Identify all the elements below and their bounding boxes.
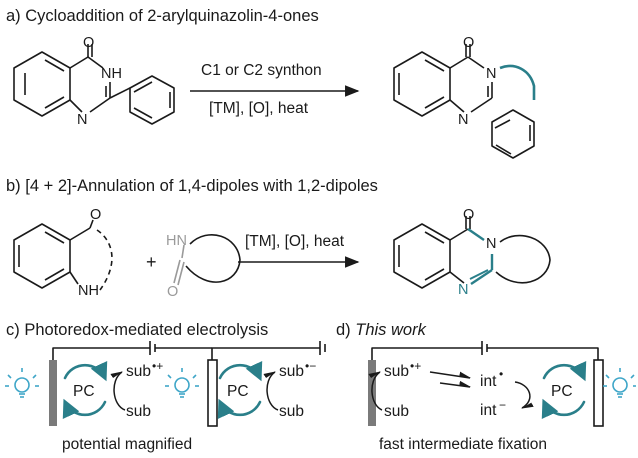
lightbulb-icon: [5, 368, 39, 398]
ring-closure-a: [499, 64, 536, 100]
molecule-b-dipole: [13, 219, 94, 289]
sup-radical-cation-c1: •+: [152, 359, 164, 373]
atom-n-start: N: [77, 112, 88, 128]
atom-o-dipole: O: [90, 207, 102, 223]
electrode-icon: [49, 360, 57, 426]
caption-d: d) This work: [336, 322, 426, 339]
cycle-arrow-icon: [217, 398, 262, 420]
atom-n1-product-b: N: [486, 236, 497, 252]
dashed-dipole-bond: [96, 229, 113, 291]
sup-radical-anion-c2: •−: [305, 359, 317, 373]
atom-o-partner: O: [167, 284, 179, 300]
molecule-a-product: [393, 44, 535, 159]
sup-radical-cation-d: •+: [410, 359, 422, 373]
footer-c: potential magnified: [62, 436, 193, 453]
atom-o-start: O: [83, 35, 95, 51]
curly-arrow: [110, 371, 126, 411]
pc-label-c1: PC: [73, 383, 95, 400]
sub-c1: sub: [126, 403, 151, 420]
atom-n2-product: N: [458, 112, 469, 128]
cycle-arrow-icon: [62, 398, 107, 420]
caption-d-prefix: d): [336, 321, 356, 339]
caption-b: b) [4 + 2]-Annulation of 1,4-dipoles wit…: [6, 177, 378, 195]
sup-anion-d: −: [499, 398, 507, 412]
electrode-icon: [207, 359, 218, 427]
sub-d: sub: [384, 403, 409, 420]
sup-radical-d: •: [499, 367, 504, 381]
cycle-arrow-icon: [541, 398, 586, 420]
curly-arrow: [263, 371, 279, 411]
curly-arrow: [368, 371, 383, 411]
atom-hn-partner: HN: [166, 233, 187, 249]
atom-nh-dipole: NH: [78, 283, 99, 299]
atom-o-product-b: O: [463, 207, 475, 223]
pc-label-c2: PC: [227, 383, 249, 400]
lightbulb-icon: [603, 368, 636, 398]
molecule-a-start: [13, 44, 175, 125]
arrow-b-label: [TM], [O], heat: [245, 233, 345, 250]
atom-o-product: O: [463, 35, 475, 51]
sub-anion-c2: sub: [279, 363, 304, 380]
circuit-c2: [211, 341, 326, 360]
curly-arrow: [514, 381, 534, 409]
int-radical-d: int: [480, 373, 497, 390]
sub-cation-d: sub: [384, 363, 409, 380]
atom-n2-product-b: N: [458, 282, 469, 298]
caption-d-italic: This work: [355, 321, 426, 339]
electrode-icon: [593, 359, 604, 427]
circuit-c1: [52, 341, 212, 360]
caption-a: a) Cycloaddition of 2-arylquinazolin-4-o…: [6, 7, 319, 25]
molecule-b-partner: [173, 234, 241, 286]
arrow-a-top-label: C1 or C2 synthon: [201, 62, 322, 79]
atom-nh-start: NH: [101, 66, 122, 82]
arrow-a-bottom-label: [TM], [O], heat: [209, 100, 309, 117]
cycle-arrow-icon: [542, 360, 587, 382]
molecule-b-product: [393, 216, 551, 289]
circuit-d: [371, 341, 599, 360]
plus-sign: +: [146, 252, 157, 272]
forward-arrow: [439, 380, 472, 388]
sub-c2: sub: [279, 403, 304, 420]
cycle-arrow-icon: [63, 360, 108, 382]
caption-c: c) Photoredox-mediated electrolysis: [6, 321, 269, 339]
int-anion-d: int: [480, 402, 497, 419]
lightbulb-icon: [165, 368, 199, 398]
cycle-arrow-icon: [218, 360, 263, 382]
pc-label-d: PC: [551, 383, 573, 400]
footer-d: fast intermediate fixation: [379, 436, 548, 453]
atom-n1-product: N: [486, 66, 497, 82]
sub-cation-c1: sub: [126, 363, 151, 380]
forward-arrow: [429, 371, 472, 379]
